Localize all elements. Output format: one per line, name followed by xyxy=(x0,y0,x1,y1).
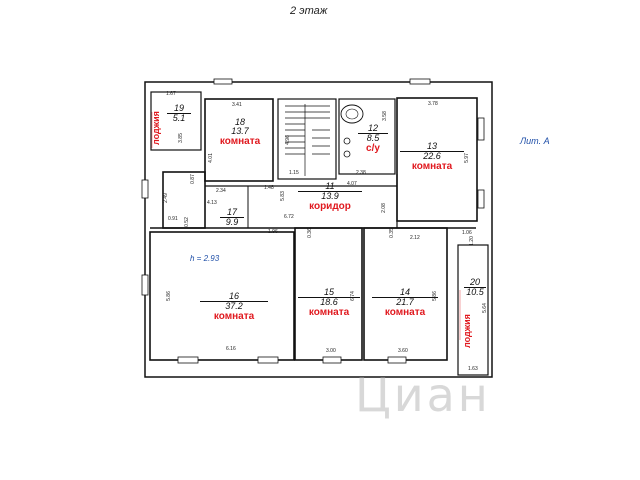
dim-label: 4.07 xyxy=(347,181,357,187)
dim-label: 1.20 xyxy=(468,236,475,246)
dim-label: 4.13 xyxy=(207,200,217,206)
dim-label: 3.58 xyxy=(381,111,388,121)
room-19-type: лоджия xyxy=(151,111,161,145)
dim-label: 5.97 xyxy=(463,153,470,163)
sink-icon xyxy=(343,137,351,145)
dim-label: 1.96 xyxy=(268,229,278,235)
dim-label: 1.48 xyxy=(264,185,274,191)
room-16-outline xyxy=(149,231,295,361)
stair-outline xyxy=(277,98,337,180)
outer-wall xyxy=(144,81,493,378)
loggia-20-outline xyxy=(457,244,489,376)
dim-label: 3.41 xyxy=(232,102,242,108)
dim-label: 0.87 xyxy=(189,174,196,184)
room-20-type: лоджия xyxy=(462,314,472,348)
dim-label: 2.38 xyxy=(356,170,366,176)
dim-label: 1.15 xyxy=(289,170,299,176)
dim-label: 6.72 xyxy=(284,214,294,220)
ceiling-height-label: h = 2.93 xyxy=(190,254,220,263)
dim-label: 4.96 xyxy=(284,135,291,145)
dim-label: 6.16 xyxy=(226,346,236,352)
room-18-outline xyxy=(204,98,274,182)
toilet-icon xyxy=(343,150,351,158)
dim-label: 4.01 xyxy=(207,153,214,163)
dim-label: 0.36 xyxy=(306,228,313,238)
dim-label: 5.86 xyxy=(431,291,438,301)
dim-label: 2.08 xyxy=(380,203,387,213)
dim-label: 1.06 xyxy=(462,230,472,236)
dim-label: 2.12 xyxy=(410,235,420,241)
dim-label: 2.49 xyxy=(162,193,169,203)
dim-label: 3.78 xyxy=(428,101,438,107)
room-19-outline xyxy=(150,91,202,151)
floor-title: 2 этаж xyxy=(290,5,328,17)
dim-label: 0.91 xyxy=(168,216,178,222)
dim-label: 0.52 xyxy=(183,217,190,227)
dim-label: 6.74 xyxy=(349,291,356,301)
dim-label: 5.86 xyxy=(165,291,172,301)
room-12-outline xyxy=(338,98,396,175)
windows xyxy=(141,78,485,364)
dim-label: 3.60 xyxy=(398,348,408,354)
dim-label: 1.67 xyxy=(166,91,176,97)
bathtub-icon xyxy=(340,104,364,124)
dim-label: 5.83 xyxy=(279,191,286,201)
dim-label: 1.63 xyxy=(468,366,478,372)
dim-label: 2.34 xyxy=(216,188,226,194)
room-13-outline xyxy=(396,97,478,222)
staircase xyxy=(285,104,330,176)
dim-label: 3.00 xyxy=(326,348,336,354)
watermark: Циан xyxy=(355,368,491,422)
dim-label: 3.85 xyxy=(177,133,184,143)
dim-label: 0.35 xyxy=(388,228,395,238)
lit-label: Лит. А xyxy=(520,136,550,146)
dim-label: 5.64 xyxy=(481,303,488,313)
